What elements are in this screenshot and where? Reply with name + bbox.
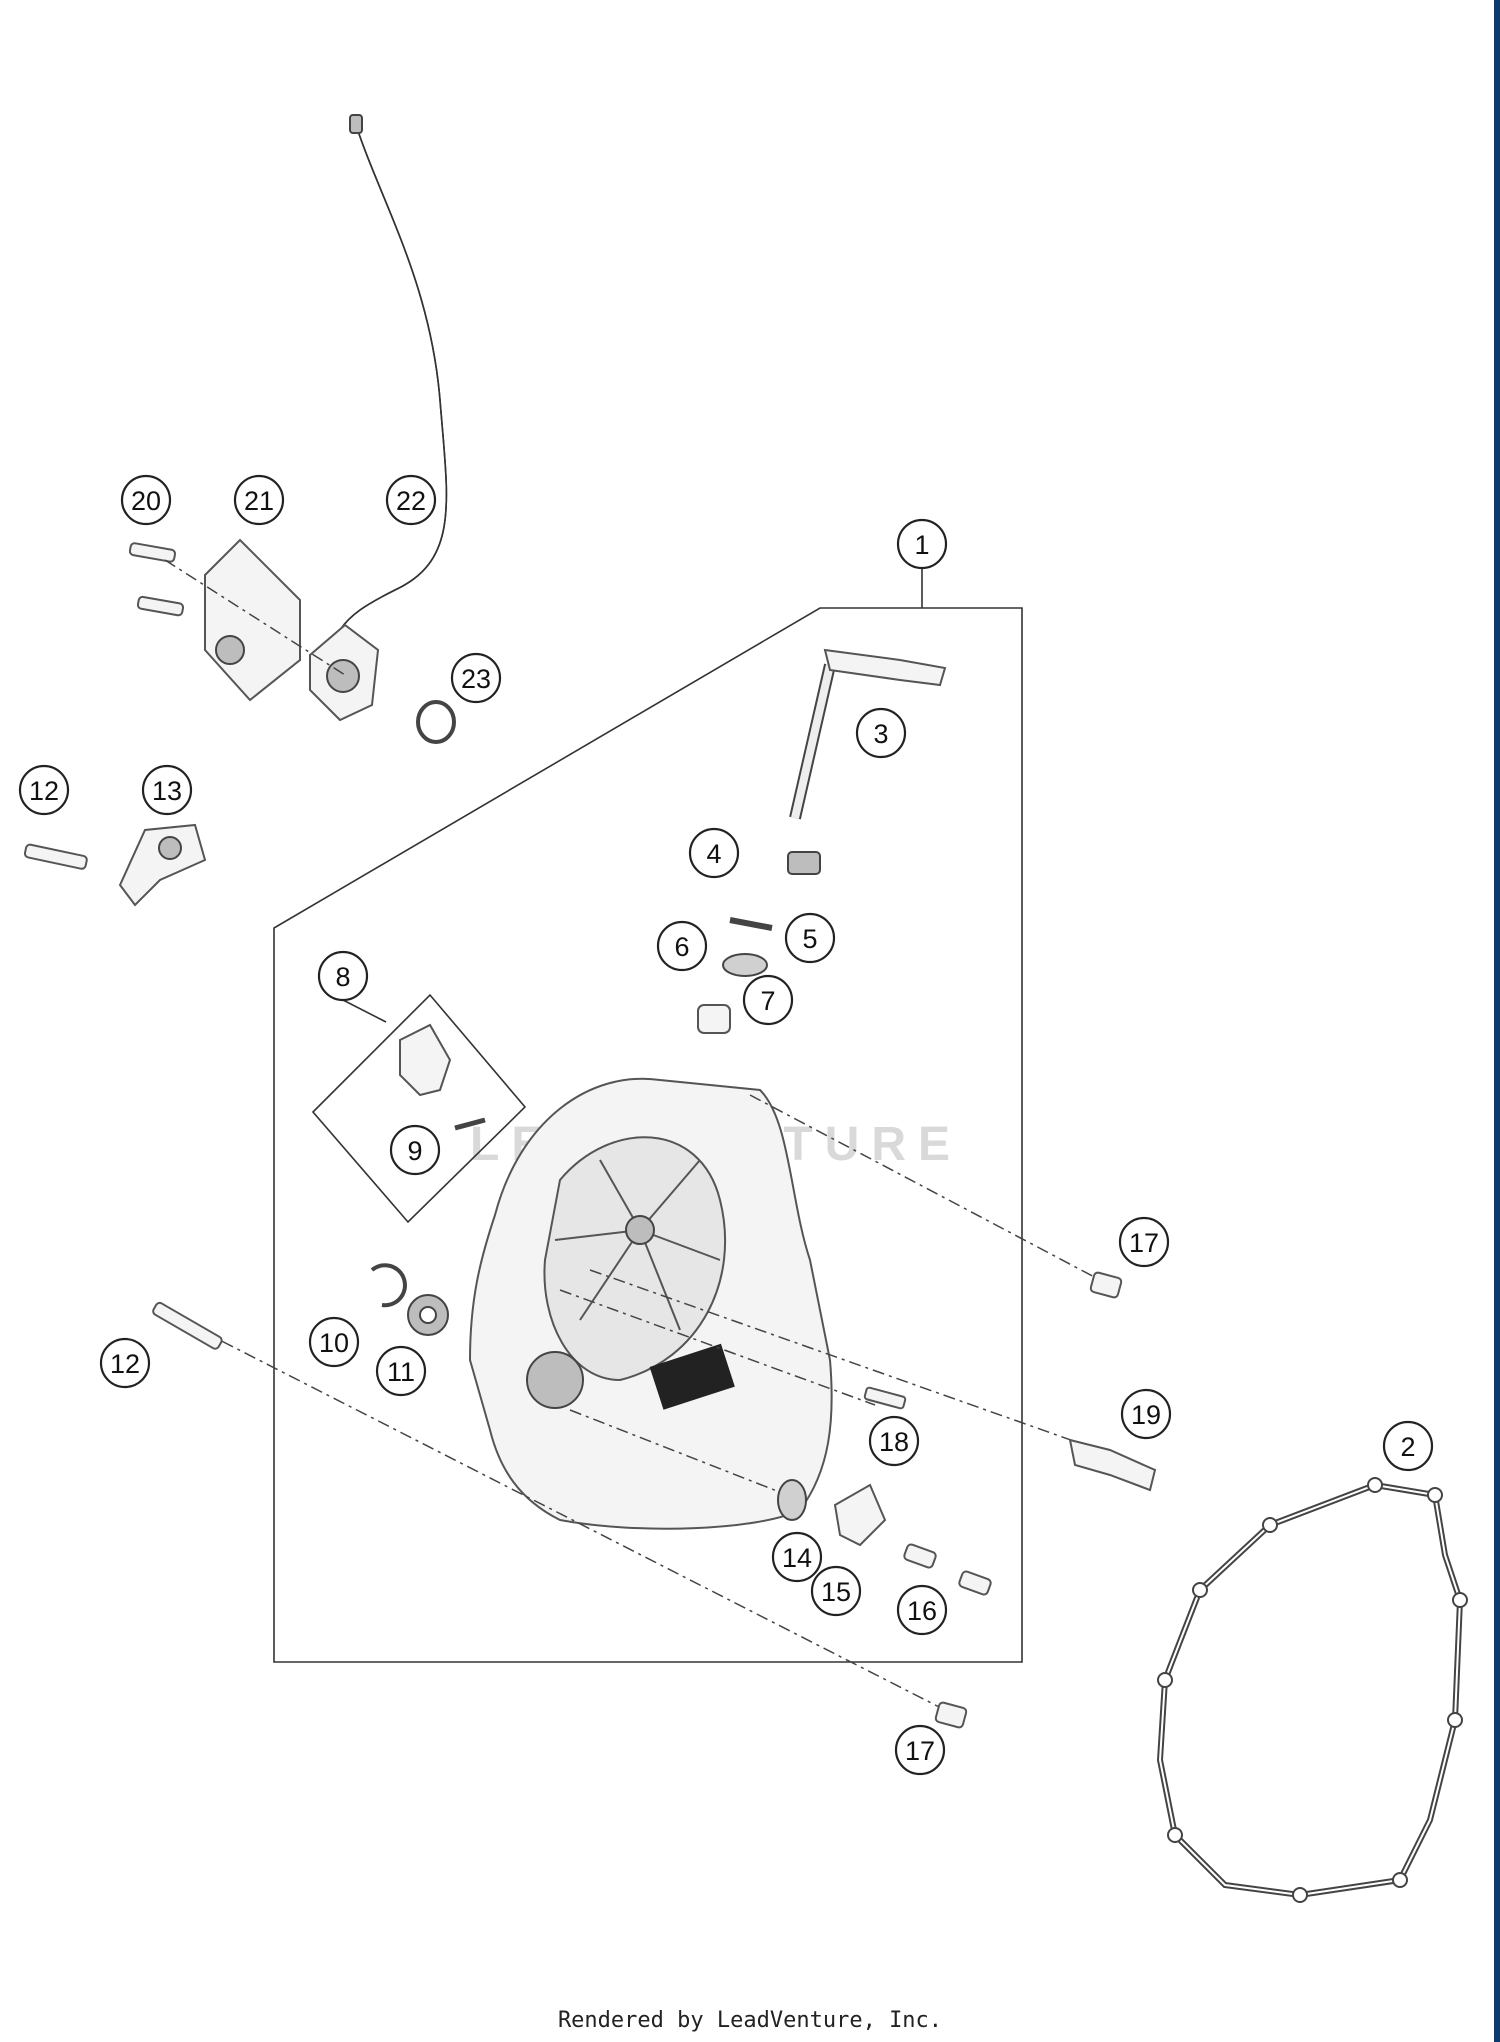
callout-6: 6 (656, 920, 708, 972)
callout-13: 13 (141, 764, 193, 816)
callout-label: 6 (674, 932, 689, 962)
bolt (128, 542, 177, 563)
callout-label: 13 (152, 776, 182, 806)
callout-label: 11 (387, 1357, 415, 1387)
bolt (152, 1301, 223, 1350)
callout-3: 3 (855, 707, 907, 759)
washer (777, 1479, 807, 1521)
callout-19: 19 (1120, 1388, 1172, 1440)
callout-label: 22 (396, 486, 426, 516)
cover-plate (833, 1483, 887, 1547)
callout-label: 19 (1131, 1400, 1161, 1430)
callout-4: 4 (688, 827, 740, 879)
callout-label: 15 (821, 1577, 851, 1607)
screw (863, 1386, 907, 1410)
bolt (958, 1570, 992, 1596)
spring (787, 851, 821, 875)
shift-lever (823, 648, 947, 687)
callout-label: 3 (873, 719, 888, 749)
callout-label: 20 (131, 486, 161, 516)
group-outline-8 (311, 993, 527, 1224)
o-ring (416, 700, 456, 744)
callout-14: 14 (771, 1531, 823, 1583)
bolt (23, 843, 88, 870)
callout-15: 15 (810, 1565, 862, 1617)
bolt (1089, 1271, 1123, 1299)
callout-18: 18 (868, 1415, 920, 1467)
callout-label: 14 (782, 1543, 812, 1573)
callout-label: 2 (1400, 1432, 1415, 1462)
callout-23: 23 (450, 652, 502, 704)
callout-label: 5 (802, 924, 817, 954)
callout-5: 5 (784, 912, 836, 964)
callout-label: 4 (706, 839, 721, 869)
callout-17: 17 (1118, 1216, 1170, 1268)
callout-label: 17 (905, 1736, 935, 1766)
bolt (934, 1701, 968, 1729)
callout-label: 8 (335, 962, 350, 992)
gasket (1156, 1481, 1464, 1899)
footer-credit: Rendered by LeadVenture, Inc. (557, 2008, 943, 2033)
callout-7: 7 (742, 974, 794, 1026)
group-outline (273, 535, 1023, 1663)
callout-22: 22 (385, 474, 437, 526)
cable-connector (349, 114, 363, 134)
callout-label: 16 (907, 1596, 937, 1626)
cable (339, 121, 448, 631)
callout-16: 16 (896, 1584, 948, 1636)
cover-bracket (204, 538, 301, 702)
callout-8: 8 (317, 950, 369, 1002)
callout-21: 21 (233, 474, 285, 526)
bracket (118, 823, 207, 907)
guide-pin (1068, 1438, 1157, 1492)
callout-10: 10 (308, 1316, 360, 1368)
callout-17: 17 (894, 1724, 946, 1776)
callout-label: 7 (760, 986, 775, 1016)
callout-12: 12 (99, 1337, 151, 1389)
callout-2: 2 (1382, 1420, 1434, 1472)
callout-label: 21 (244, 486, 274, 516)
callout-label: 23 (461, 664, 491, 694)
callout-1: 1 (896, 518, 948, 570)
bolt (903, 1543, 937, 1569)
bushing (697, 1004, 731, 1034)
callout-12: 12 (18, 764, 70, 816)
callout-9: 9 (389, 1124, 441, 1176)
callout-label: 17 (1129, 1228, 1159, 1258)
callout-20: 20 (120, 474, 172, 526)
callout-label: 9 (407, 1136, 422, 1166)
callout-label: 1 (914, 530, 929, 560)
info-label (649, 1343, 735, 1410)
circlip (370, 1263, 407, 1308)
callout-label: 18 (879, 1427, 909, 1457)
oil-plug (399, 1023, 452, 1097)
callout-label: 12 (110, 1349, 140, 1379)
boss (526, 1351, 584, 1409)
page-border (1494, 0, 1500, 2042)
callout-label: 10 (319, 1328, 349, 1358)
callout-label: 12 (29, 776, 59, 806)
bolt (136, 595, 185, 617)
callout-11: 11 (375, 1345, 427, 1397)
bearing (722, 953, 768, 977)
